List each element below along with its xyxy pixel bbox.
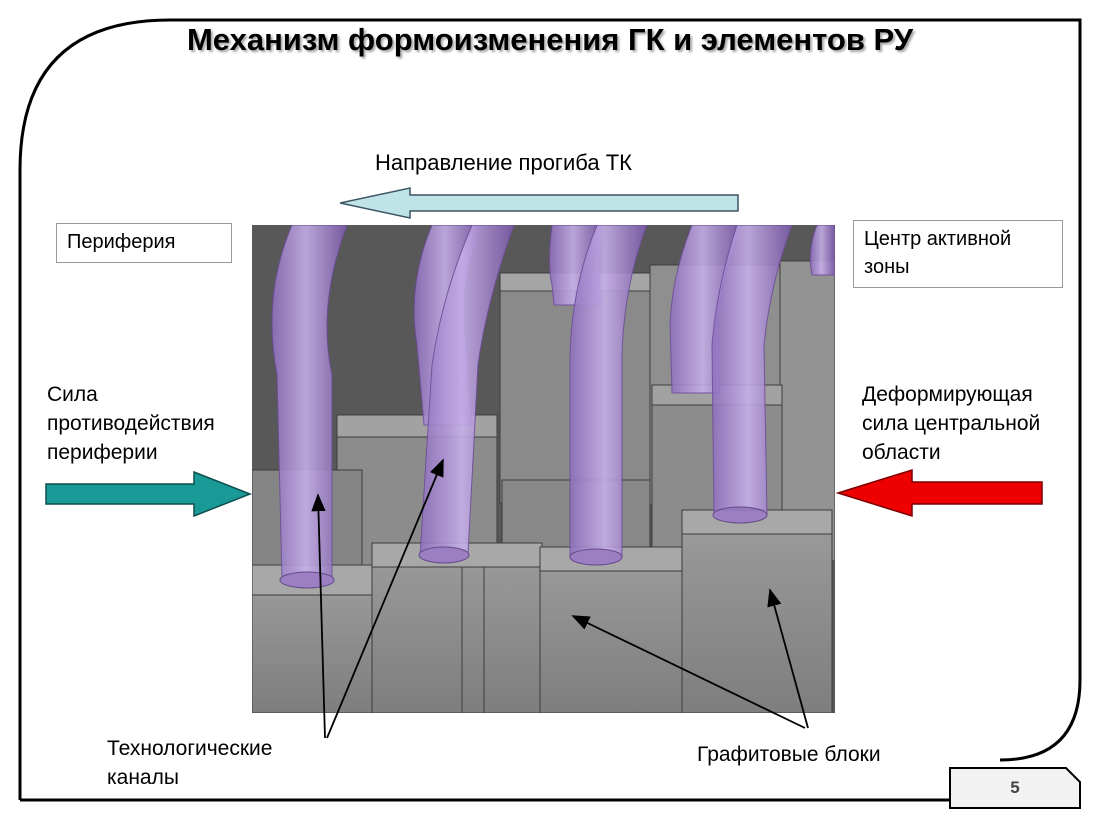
pointer-block-1 xyxy=(571,615,806,729)
deform-force-label: Деформирующая сила центральной области xyxy=(862,383,1041,464)
page-number: 5 xyxy=(1010,778,1020,797)
technological-channel-tube xyxy=(711,225,793,524)
counter-force-arrow xyxy=(45,470,253,518)
counter-force-label: Сила противодействия периферии xyxy=(47,383,215,464)
core-center-label-box: Центр активной зоны xyxy=(853,220,1063,288)
graphite-blocks-label: Графитовые блоки xyxy=(697,743,881,766)
channels-label: Технологические каналы xyxy=(107,737,273,789)
pointer-channel-1 xyxy=(311,493,326,739)
periphery-label-box: Периферия xyxy=(56,223,232,263)
pointer-channel-2 xyxy=(326,458,444,739)
periphery-label: Периферия xyxy=(67,231,176,253)
deform-force-arrow xyxy=(836,468,1043,518)
technological-channel-tube xyxy=(809,225,835,276)
slide-title: Механизм формоизменения ГК и элементов Р… xyxy=(186,22,914,57)
technological-channel-tube xyxy=(569,225,648,566)
page-number-tab xyxy=(949,767,1081,809)
core-center-label-line1: Центр активной xyxy=(864,228,1012,250)
graphite-block xyxy=(539,546,686,713)
core-center-label-line2: зоны xyxy=(864,256,910,278)
bend-direction-arrow xyxy=(340,187,739,219)
pointer-block-2 xyxy=(767,588,809,729)
reactor-core-3d-render xyxy=(252,225,835,713)
bend-direction-label: Направление прогиба ТК xyxy=(375,150,632,175)
